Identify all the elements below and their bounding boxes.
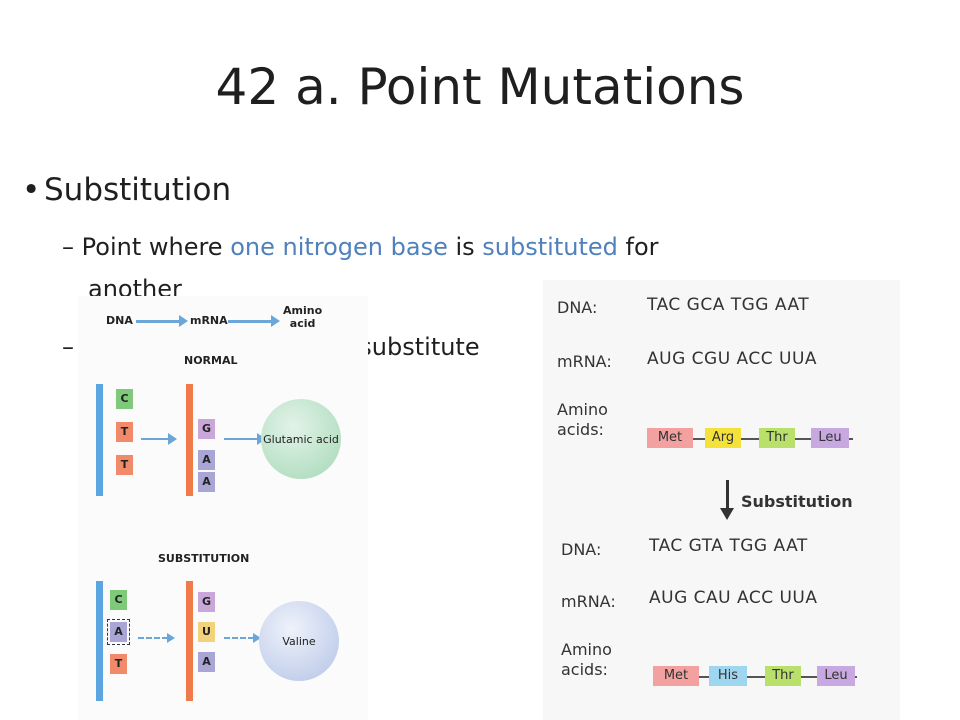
dna-strand bbox=[96, 581, 103, 701]
header-amino-label: Amino acid bbox=[283, 304, 323, 330]
dna-base: C bbox=[110, 590, 127, 610]
header-dna-label: DNA bbox=[106, 314, 133, 327]
valine-circle: Valine bbox=[259, 601, 339, 681]
normal-label: NORMAL bbox=[184, 354, 238, 367]
amino-acid-met: Met bbox=[647, 428, 693, 448]
dna-label: DNA: bbox=[557, 298, 598, 317]
mutated-dna-base: A bbox=[107, 619, 130, 645]
amino-acid-leu: Leu bbox=[817, 666, 855, 686]
mrna-base: U bbox=[198, 622, 215, 642]
amino-acid-thr: Thr bbox=[759, 428, 795, 448]
mutated-mrna-sequence: AUG CAU ACC UUA bbox=[649, 588, 818, 608]
amino-acid-his: His bbox=[709, 666, 747, 686]
arrow-icon bbox=[228, 315, 280, 327]
dna-base: T bbox=[116, 422, 133, 442]
arrow-icon bbox=[224, 633, 261, 643]
amino-acid-arg: Arg bbox=[705, 428, 741, 448]
dna-sequence: TAC GCA TGG AAT bbox=[647, 295, 810, 315]
header-mrna-label: mRNA bbox=[190, 314, 228, 327]
bullet-dot-icon: • bbox=[22, 172, 41, 208]
amino-acid-met: Met bbox=[653, 666, 699, 686]
bullet-definition: – Point where one nitrogen base is subst… bbox=[62, 233, 659, 261]
arrow-icon bbox=[224, 433, 266, 445]
mrna-base: A bbox=[198, 652, 215, 672]
arrow-icon bbox=[136, 315, 188, 327]
mrna-label: mRNA: bbox=[561, 592, 616, 611]
arrow-icon bbox=[141, 433, 177, 445]
glutamic-acid-circle: Glutamic acid bbox=[261, 399, 341, 479]
down-arrow-head-icon bbox=[720, 508, 734, 520]
amino-acids-label: Amino acids: bbox=[557, 400, 608, 439]
highlight-substituted: substituted bbox=[482, 233, 618, 261]
bullet-example: – substitute bbox=[62, 333, 480, 361]
mrna-label: mRNA: bbox=[557, 352, 612, 371]
arrow-icon bbox=[138, 633, 175, 643]
figure-dna-to-protein-diagram: DNA mRNA Amino acid NORMAL C T T G A A G… bbox=[78, 296, 368, 720]
mrna-base: G bbox=[198, 419, 215, 439]
dna-strand bbox=[96, 384, 103, 496]
substitution-label: SUBSTITUTION bbox=[158, 552, 250, 565]
highlight-one-nitrogen-base: one nitrogen base bbox=[230, 233, 448, 261]
dna-label: DNA: bbox=[561, 540, 602, 559]
dna-base: C bbox=[116, 389, 133, 409]
amino-acid-thr: Thr bbox=[765, 666, 801, 686]
mrna-strand bbox=[186, 581, 193, 701]
substitution-step-label: Substitution bbox=[741, 492, 853, 511]
amino-acids-label: Amino acids: bbox=[561, 640, 612, 679]
mrna-base: A bbox=[198, 450, 215, 470]
figure-sequence-substitution: DNA: TAC GCA TGG AAT mRNA: AUG CGU ACC U… bbox=[543, 280, 900, 720]
down-arrow-icon bbox=[726, 480, 729, 510]
bullet-substitution: •Substitution bbox=[22, 172, 232, 208]
slide-title: 42 a. Point Mutations bbox=[215, 58, 745, 116]
mutated-dna-sequence: TAC GTA TGG AAT bbox=[649, 536, 808, 556]
dna-base: T bbox=[116, 455, 133, 475]
mrna-base: G bbox=[198, 592, 215, 612]
mrna-sequence: AUG CGU ACC UUA bbox=[647, 349, 818, 369]
mrna-base: A bbox=[198, 472, 215, 492]
mrna-strand bbox=[186, 384, 193, 496]
amino-acid-leu: Leu bbox=[811, 428, 849, 448]
dna-base: T bbox=[110, 654, 127, 674]
